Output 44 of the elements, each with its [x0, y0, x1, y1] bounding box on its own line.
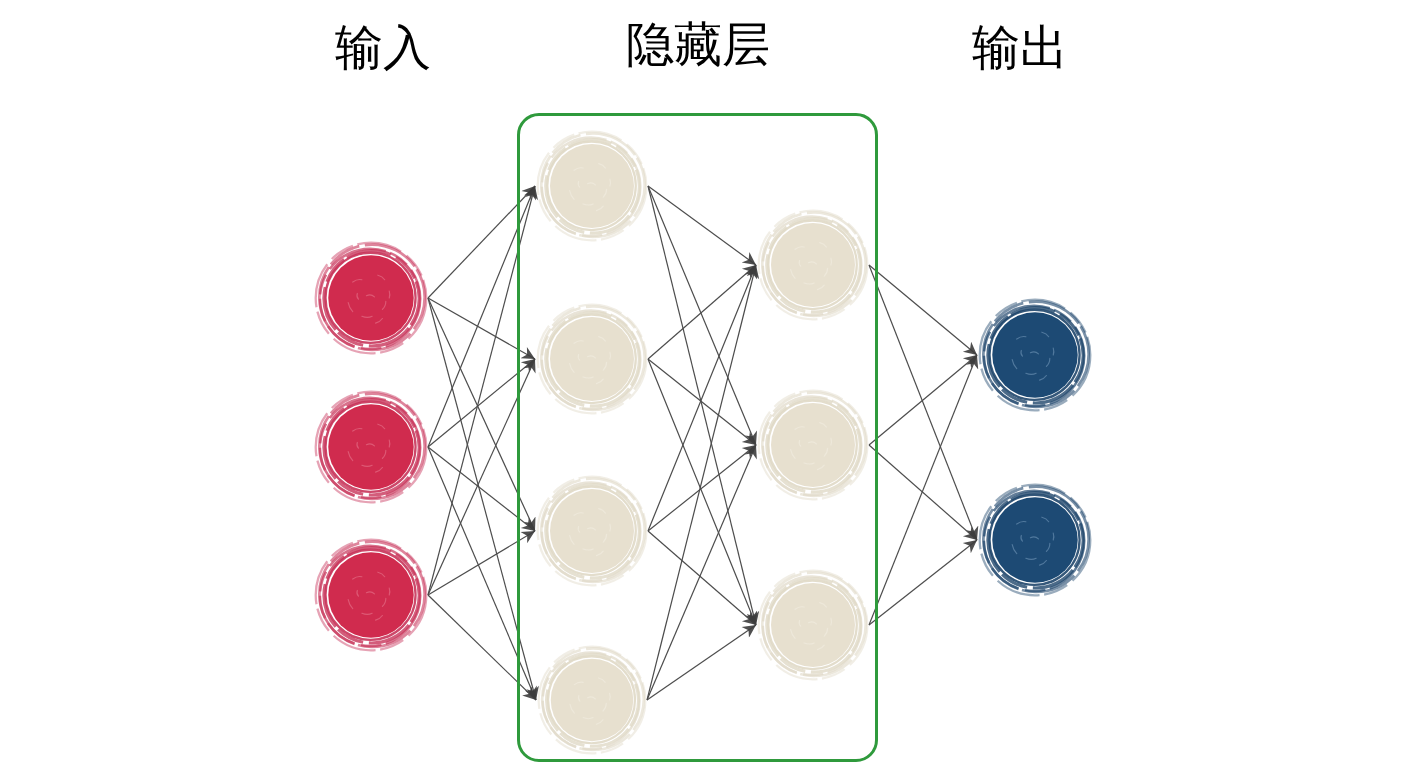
- arrow: [427, 185, 536, 299]
- arrow: [427, 594, 537, 701]
- arrow: [427, 530, 536, 596]
- arrow: [868, 264, 979, 541]
- arrow: [427, 185, 537, 448]
- neuron-circle: [314, 241, 428, 355]
- arrow: [427, 446, 536, 532]
- neuron-circle: [536, 475, 648, 587]
- layer-heading: 隐藏层: [625, 20, 770, 68]
- neuron-circle: [314, 390, 428, 504]
- neuron-circle: [314, 538, 428, 652]
- arrow: [427, 297, 536, 360]
- column-heading: 输出: [972, 23, 1068, 71]
- arrow: [647, 444, 757, 532]
- arrow: [868, 354, 978, 446]
- arrow: [646, 264, 760, 701]
- neuron-circle: [536, 303, 648, 415]
- arrow: [647, 264, 758, 532]
- arrow: [868, 264, 978, 356]
- neuron-circle: [757, 569, 869, 681]
- neuron-circle: [757, 209, 869, 321]
- arrow: [646, 444, 757, 701]
- neuron-circle: [757, 389, 869, 501]
- arrow: [647, 264, 757, 360]
- column-heading: 输入: [335, 23, 431, 71]
- arrow: [647, 530, 757, 626]
- arrow: [647, 185, 757, 446]
- arrow: [647, 185, 760, 626]
- arrow: [427, 358, 536, 448]
- arrow: [647, 358, 757, 446]
- neuron-circle: [978, 483, 1092, 597]
- arrow: [868, 539, 978, 626]
- arrow: [427, 297, 536, 532]
- arrow: [427, 358, 536, 596]
- arrow: [868, 354, 979, 626]
- neuron-circle: [537, 645, 647, 755]
- arrow: [647, 358, 758, 626]
- arrow: [427, 185, 538, 596]
- arrow: [427, 446, 537, 701]
- neuron-circle: [536, 130, 648, 242]
- arrow: [868, 444, 978, 541]
- arrow: [647, 185, 757, 266]
- neuron-circle: [978, 298, 1092, 412]
- arrow: [646, 624, 757, 701]
